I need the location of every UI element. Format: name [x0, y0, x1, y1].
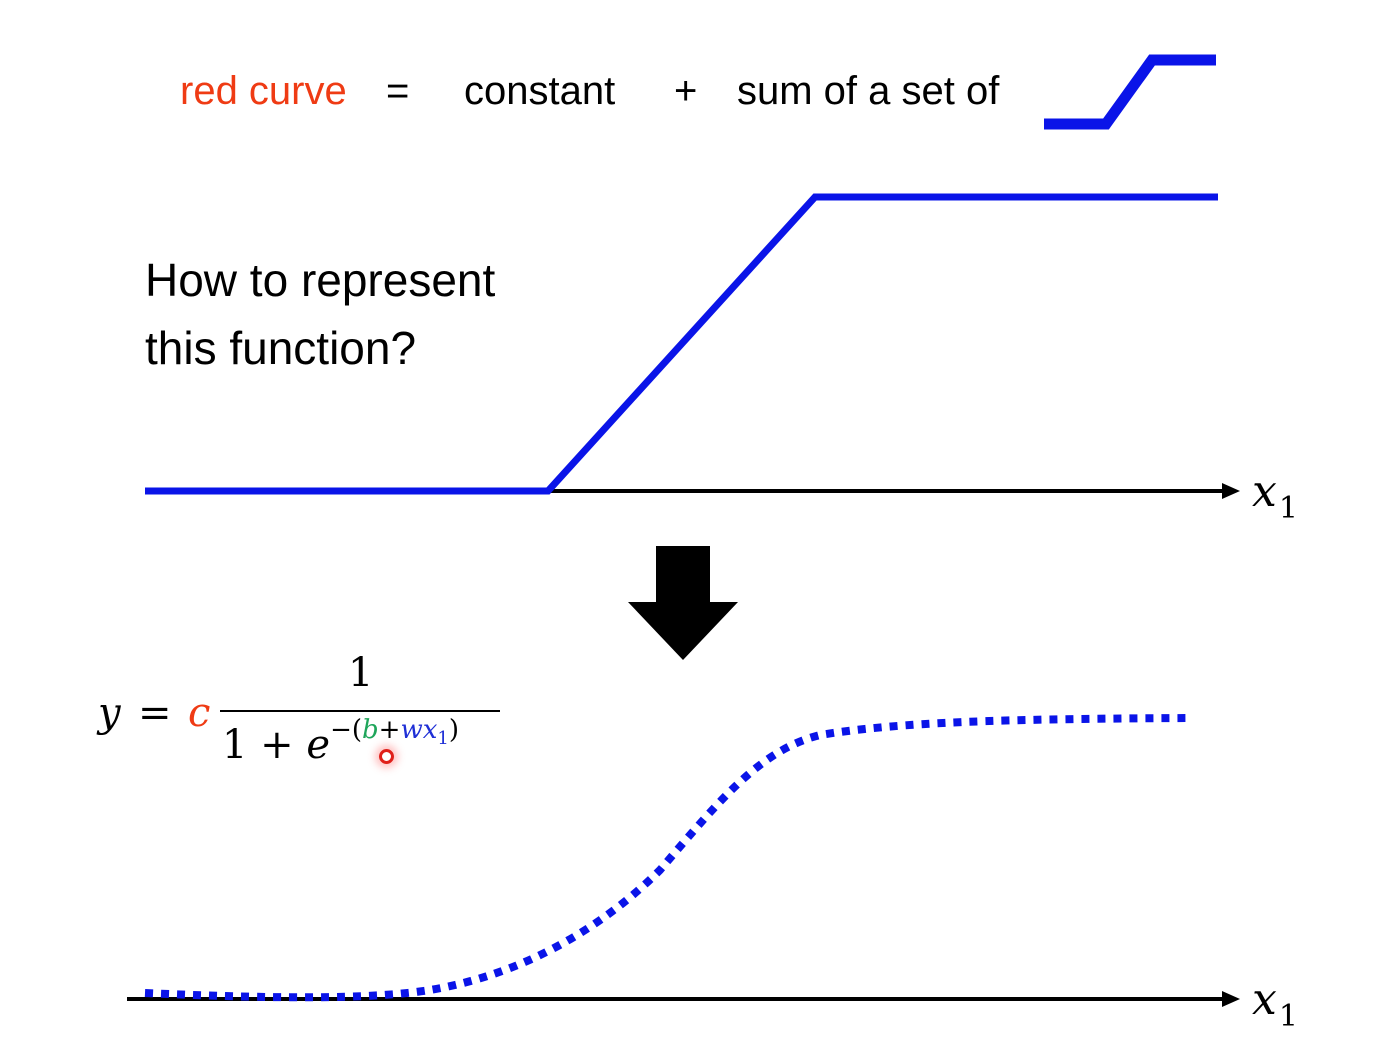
formula-y: y — [98, 690, 121, 736]
hard-sigmoid-curve — [145, 193, 1218, 495]
top-plot — [145, 193, 1240, 499]
header-red-curve: red curve — [180, 69, 347, 113]
down-arrow-icon — [628, 546, 738, 660]
exp-sub: 1 — [437, 728, 449, 749]
top-axis-sub: 1 — [1278, 491, 1298, 526]
formula-c: c — [188, 690, 211, 736]
exp-close: ) — [448, 715, 460, 745]
formula-equals: = — [138, 690, 172, 736]
bottom-axis-sub: 1 — [1278, 999, 1298, 1034]
formula-denominator: 1 + e−(b+wx1) — [222, 715, 459, 768]
hard-sigmoid-icon — [1044, 54, 1216, 130]
formula-numerator: 1 — [348, 650, 374, 696]
header-plus: + — [674, 69, 698, 113]
den-one-plus: 1 + — [222, 722, 307, 768]
question-line-2: this function? — [145, 322, 417, 374]
header-sum-text: sum of a set of — [737, 69, 1000, 113]
question-text: How to represent this function? — [145, 246, 495, 382]
sigmoid-curve — [144, 714, 1193, 1002]
fraction-bar — [220, 710, 500, 712]
bottom-x-axis-arrowhead — [1222, 991, 1240, 1007]
exp-open: −( — [330, 715, 363, 745]
den-e: e — [306, 722, 331, 768]
header-constant: constant — [464, 69, 616, 113]
exp-plus: + — [378, 715, 401, 745]
top-x-axis-arrowhead — [1222, 483, 1240, 499]
bottom-axis-label: x1 — [1252, 974, 1298, 1034]
bottom-axis-var: x — [1252, 974, 1277, 1025]
pointer-cursor — [379, 749, 394, 764]
exp-b: b — [362, 715, 379, 745]
exp-x: x — [422, 715, 438, 745]
question-line-1: How to represent — [145, 254, 496, 306]
top-axis-label: x1 — [1252, 466, 1298, 526]
exp-w: w — [400, 715, 423, 745]
bottom-plot — [127, 714, 1240, 1007]
header-equals: = — [386, 69, 410, 113]
top-axis-var: x — [1252, 466, 1277, 517]
formula-exponent: −(b+wx1) — [330, 715, 460, 749]
